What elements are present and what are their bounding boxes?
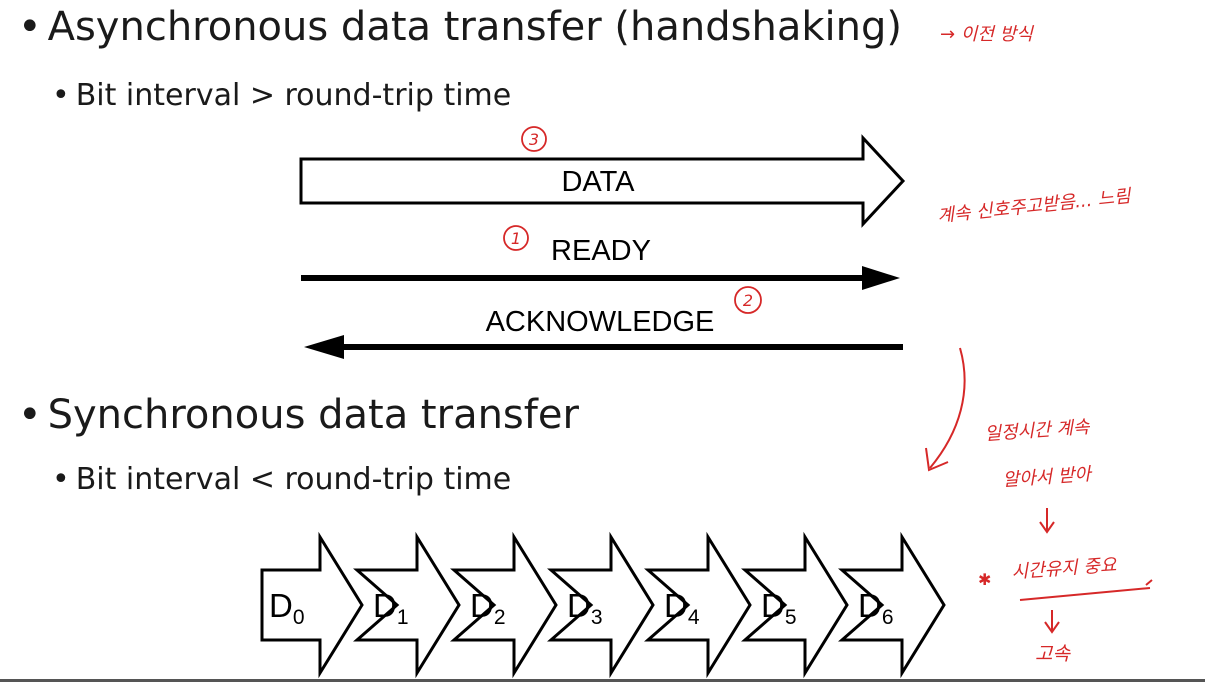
sync-subtitle-text: Bit interval < round-trip time [75, 462, 512, 497]
sync-block-3 [547, 531, 655, 679]
acknowledge-arrow-head [304, 335, 344, 359]
bullet-marker: • [18, 4, 42, 50]
async-subtitle: •Bit interval > round-trip time [52, 78, 511, 113]
note-line-2: 알아서 받아 [1002, 464, 1094, 491]
async-subtitle-text: Bit interval > round-trip time [75, 78, 512, 113]
note-line-3: 시간유지 중요 [1011, 555, 1119, 583]
bullet-marker: • [52, 462, 70, 497]
sync-block-label-3: D3 [567, 587, 603, 629]
data-label: DATA [561, 166, 635, 198]
star-mark: ✱ [978, 570, 991, 589]
down-arrow-1 [1039, 508, 1055, 534]
sync-title-text: Synchronous data transfer [47, 392, 579, 438]
step-number-data: 3 [529, 130, 539, 149]
sync-title: •Synchronous data transfer [18, 392, 579, 438]
bullet-marker: • [52, 78, 70, 113]
async-title-text: Asynchronous data transfer (handshaking) [47, 4, 902, 50]
down-arrow-2 [1044, 610, 1060, 634]
data-block-arrow [299, 134, 906, 228]
sync-block-1 [353, 531, 461, 679]
sync-block-5 [741, 531, 849, 679]
step-number-ack: 2 [743, 291, 753, 310]
sync-block-0 [260, 531, 364, 679]
step-number-ready: 1 [511, 229, 521, 248]
underline-mark [1019, 579, 1153, 601]
bullet-marker: • [18, 392, 42, 438]
note-previous-method: → 이전 방식 [940, 24, 1034, 45]
sync-block-label-4: D4 [664, 587, 700, 629]
note-line-1: 일정시간 계속 [984, 417, 1092, 445]
async-title: •Asynchronous data transfer (handshaking… [18, 4, 902, 50]
sync-block-label-2: D2 [470, 587, 506, 629]
ready-arrow-head [862, 266, 900, 290]
step-circle-ack [734, 286, 762, 314]
sync-block-6 [838, 531, 946, 679]
sync-block-2 [450, 531, 558, 679]
note-line-4: 고속 [1035, 643, 1071, 665]
sync-block-row: D0 D1 D2 D3 D4 D5 D6 [260, 531, 946, 679]
step-circle-ready [503, 225, 529, 251]
ready-label: READY [551, 235, 651, 267]
sync-subtitle: •Bit interval < round-trip time [52, 462, 511, 497]
note-handshake-slow: 계속 신호주고받음... 느림 [936, 186, 1133, 227]
sync-block-label-0: D0 [269, 587, 305, 629]
slide-bottom-rule [0, 679, 1205, 682]
acknowledge-label: ACKNOWLEDGE [486, 306, 715, 338]
sync-block-label-5: D5 [761, 587, 797, 629]
pointer-arrow [929, 347, 966, 469]
sync-block-4 [644, 531, 752, 679]
sync-block-label-6: D6 [858, 587, 894, 629]
pointer-arrow-head [925, 447, 949, 472]
step-circle-data [521, 126, 547, 152]
sync-block-label-1: D1 [373, 587, 409, 629]
